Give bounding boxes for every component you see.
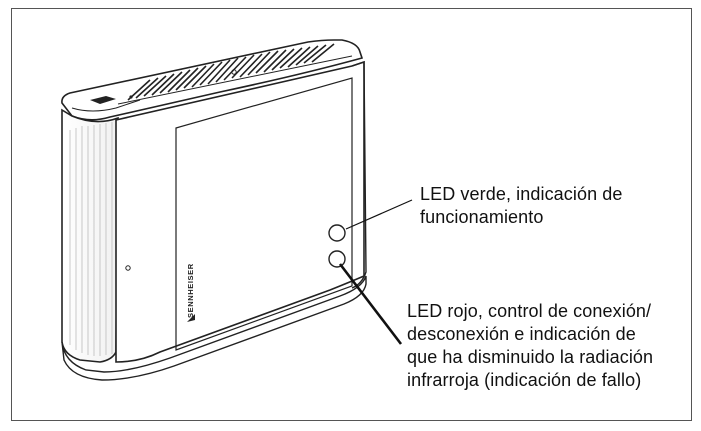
- green-led-label: LED verde, indicación de funcionamiento: [420, 184, 623, 227]
- device-base: [61, 275, 367, 381]
- brand-logo: SENNHEISER: [186, 263, 195, 318]
- top-front-edge: [71, 99, 141, 112]
- device-inner-frame: [175, 77, 353, 351]
- red-led-callout-line: [338, 263, 403, 345]
- red-led-label: LED rojo, control de conexión/ desconexi…: [407, 301, 654, 390]
- side-shading-lines: [69, 122, 113, 356]
- device-front-panel: [115, 60, 365, 363]
- top-screw-icon: [231, 69, 237, 75]
- red-led-indicator: [328, 250, 346, 268]
- brand-emblem-icon: [187, 314, 195, 322]
- top-left-recess: [90, 96, 116, 104]
- green-led-indicator: [328, 224, 346, 242]
- green-led-callout-line: [345, 199, 413, 230]
- top-ridge-line: [117, 55, 353, 105]
- side-hole-icon: [125, 265, 131, 271]
- top-pin-icon: [129, 95, 133, 99]
- device-right-edge: [351, 61, 367, 289]
